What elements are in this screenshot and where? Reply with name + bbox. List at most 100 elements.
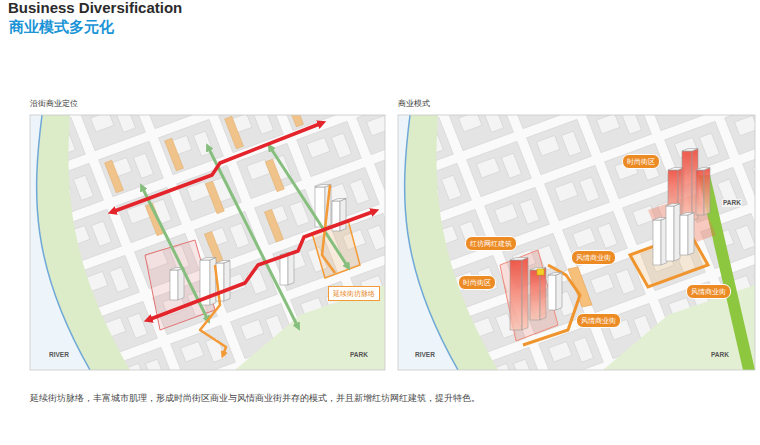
tower-front [653, 220, 661, 265]
tower-side [288, 253, 294, 285]
building-outline [573, 223, 618, 248]
tower [170, 268, 184, 300]
shop-frontage-bar [105, 160, 124, 193]
tower-side [522, 258, 528, 330]
tower-front [280, 255, 288, 285]
building-outline [459, 115, 504, 132]
orange-route [200, 265, 226, 355]
building-outline [307, 133, 352, 158]
tower-front [696, 170, 704, 215]
tower-top [510, 258, 528, 260]
tower [653, 218, 667, 265]
shop-frontage-bar [205, 181, 224, 214]
city-block [485, 187, 550, 242]
caption: 延续街坊脉络，丰富城市肌理，形成时尚街区商业与风情商业街并存的模式，并且新增红坊… [30, 392, 480, 404]
zone-name: 风情商业街 [576, 253, 611, 262]
map-label: RIVER [48, 351, 70, 359]
zone-pill: 时尚街区 [622, 154, 660, 169]
red-axis-arrow [148, 211, 375, 320]
tower [680, 213, 694, 255]
map-panel: 沿街商业定位延续街坊脉络 [30, 98, 385, 370]
shop-frontage-bar [165, 138, 184, 171]
map-label: PARK [722, 199, 742, 207]
tower [666, 204, 680, 261]
building-outline [477, 153, 522, 178]
city-block [375, 145, 385, 200]
park-area [235, 285, 385, 370]
red-axis-arrow [112, 123, 322, 212]
shop-frontage-bar [225, 116, 244, 149]
river-water [30, 115, 90, 370]
tower [548, 273, 562, 310]
city-block [467, 141, 532, 196]
city-block [159, 119, 224, 174]
city-block [545, 165, 610, 220]
tower-side [674, 204, 680, 261]
tower-top [696, 168, 710, 170]
map-border [30, 115, 385, 370]
city-block [743, 145, 755, 200]
zone-name: 时尚街区 [627, 157, 655, 166]
city-block [219, 115, 284, 153]
city-block [605, 143, 670, 198]
zone-name: 红坊网红建筑 [470, 239, 512, 248]
tower-side [688, 213, 694, 255]
shop-frontage-bar [568, 267, 592, 307]
tower-front [530, 270, 540, 320]
shop-frontage-bar [145, 203, 164, 236]
landmark-icon [537, 269, 544, 275]
building-outline [597, 115, 642, 134]
panel-heading: 沿街商业定位 [30, 98, 385, 110]
callout-box: 延续街坊脉络 [328, 286, 380, 301]
tower-top [682, 149, 698, 151]
tower-side [704, 168, 710, 215]
city-block [117, 187, 182, 242]
tower-front [680, 215, 688, 255]
map-label: PARK [349, 351, 369, 359]
city-block [587, 115, 652, 153]
tower-side [556, 273, 562, 310]
shop-frontage-bar [265, 209, 284, 242]
zone-name: 延续街坊脉络 [333, 289, 375, 298]
tower-top [332, 199, 346, 201]
zone-name: 时尚街区 [463, 278, 491, 287]
tower-front [548, 275, 556, 310]
zone-pill: 风情商业街 [576, 313, 621, 328]
map-label: PARK [710, 351, 730, 359]
subtitle: 商业模式多元化 [8, 18, 115, 36]
tower-top [200, 258, 216, 260]
tower-side [224, 261, 230, 301]
zone-pill: 红坊网红建筑 [465, 236, 517, 251]
tower-top [653, 218, 667, 220]
tower-top [668, 168, 684, 170]
building-outline [735, 115, 756, 136]
zone-pill: 时尚街区 [458, 275, 496, 290]
orange-route [523, 265, 580, 345]
building-outline [367, 115, 386, 136]
tower-top [680, 213, 694, 215]
building-outline [591, 269, 636, 294]
building-outline [91, 115, 136, 132]
map-label: RIVER [414, 351, 436, 359]
map-panel: 商业模式时尚街区红坊网红建筑风情商业街时尚街区风情商业街风情商业街 [398, 98, 755, 370]
city-block [449, 115, 514, 151]
green-axis-arrow [208, 147, 298, 327]
building-outline [555, 177, 600, 202]
building-outline [537, 131, 582, 156]
zone-name: 风情商业街 [581, 316, 616, 325]
zone-pill: 风情商业街 [686, 284, 731, 299]
zone-name: 风情商业街 [691, 287, 726, 296]
city-block [99, 141, 164, 196]
tower-front [682, 151, 692, 221]
tower-side [340, 199, 346, 231]
city-block [539, 325, 604, 370]
city-block [195, 211, 260, 266]
city-block [357, 115, 385, 155]
city-block [81, 115, 146, 151]
green-axis-arrow [270, 147, 348, 267]
tower-side [210, 258, 216, 305]
tower-top [666, 204, 680, 206]
panel-heading: 商业模式 [398, 98, 755, 110]
